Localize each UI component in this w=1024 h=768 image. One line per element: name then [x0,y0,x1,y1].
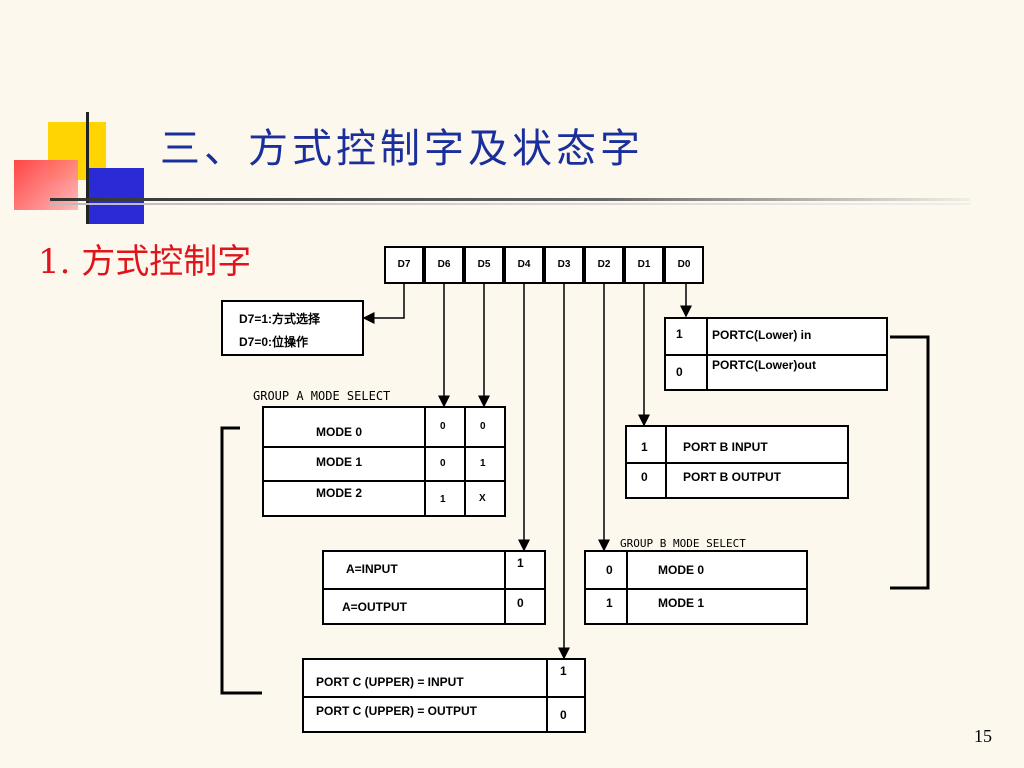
group-b-mode-table: 0 MODE 0 1 MODE 1 [584,550,808,625]
bit-cell-d5: D5 [464,246,504,284]
port-a-table: A=INPUT 1 A=OUTPUT 0 [322,550,546,625]
bit-cell-d3: D3 [544,246,584,284]
group-a-mode-2-d6: 1 [440,494,446,505]
bit-cell-d4: D4 [504,246,544,284]
group-a-mode-1-d6: 0 [440,458,446,469]
bit-cell-d7: D7 [384,246,424,284]
bit-cell-d1: D1 [624,246,664,284]
section-subtitle: 1. 方式控制字 [38,242,252,282]
group-a-mode-2-d5: X [479,493,486,504]
group-a-mode-0-d6: 0 [440,421,446,432]
page-title: 三、方式控制字及状态字 [160,126,644,172]
portc-lower-bit-0: 0 [676,365,683,379]
portc-upper-output-label: PORT C (UPPER) = OUTPUT [316,704,478,718]
portc-lower-label-in: PORTC(Lower) in [712,328,812,342]
group-a-mode-1-d5: 1 [480,458,486,469]
port-b-input-label: PORT B INPUT [683,440,768,454]
bit-cell-d6: D6 [424,246,464,284]
group-a-mode-2: MODE 2 [316,486,363,500]
portc-upper-bit-1: 1 [560,664,567,678]
port-a-input-label: A=INPUT [346,562,398,576]
port-b-output-label: PORT B OUTPUT [683,470,781,484]
group-b-mode-1: MODE 1 [658,596,705,610]
group-a-mode-0: MODE 0 [316,425,363,439]
d7-function-box: D7=1:方式选择 D7=0:位操作 [221,300,364,356]
group-a-mode-0-d5: 0 [480,421,486,432]
portc-lower-table: 1 PORTC(Lower) in 0 PORTC(Lower)out [664,317,888,391]
port-a-bit-1: 1 [517,556,524,570]
port-b-bit-0: 0 [641,470,648,484]
portc-lower-bit-1: 1 [676,327,683,341]
d7-bit-op-text: D7=0:位操作 [239,335,309,349]
group-a-mode-1: MODE 1 [316,455,363,469]
group-b-mode-0: MODE 0 [658,563,705,577]
d7-mode-set-text: D7=1:方式选择 [239,312,321,326]
group-b-bit-1: 1 [606,596,613,610]
group-a-mode-table: MODE 0 0 0 MODE 1 0 1 MODE 2 1 X [262,406,506,517]
page-number: 15 [974,726,992,746]
port-a-bit-0: 0 [517,596,524,610]
port-b-bit-1: 1 [641,440,648,454]
portc-upper-input-label: PORT C (UPPER) = INPUT [316,675,464,689]
portc-lower-label-out: PORTC(Lower)out [712,358,816,372]
port-a-output-label: A=OUTPUT [342,600,408,614]
bit-cell-d0: D0 [664,246,704,284]
bit-cell-d2: D2 [584,246,624,284]
group-b-label: GROUP B MODE SELECT [620,537,746,550]
portc-upper-table: PORT C (UPPER) = INPUT 1 PORT C (UPPER) … [302,658,586,733]
port-b-table: 1 PORT B INPUT 0 PORT B OUTPUT [625,425,849,499]
group-b-bit-0: 0 [606,563,613,577]
group-a-label: GROUP A MODE SELECT [253,389,391,403]
portc-upper-bit-0: 0 [560,708,567,722]
